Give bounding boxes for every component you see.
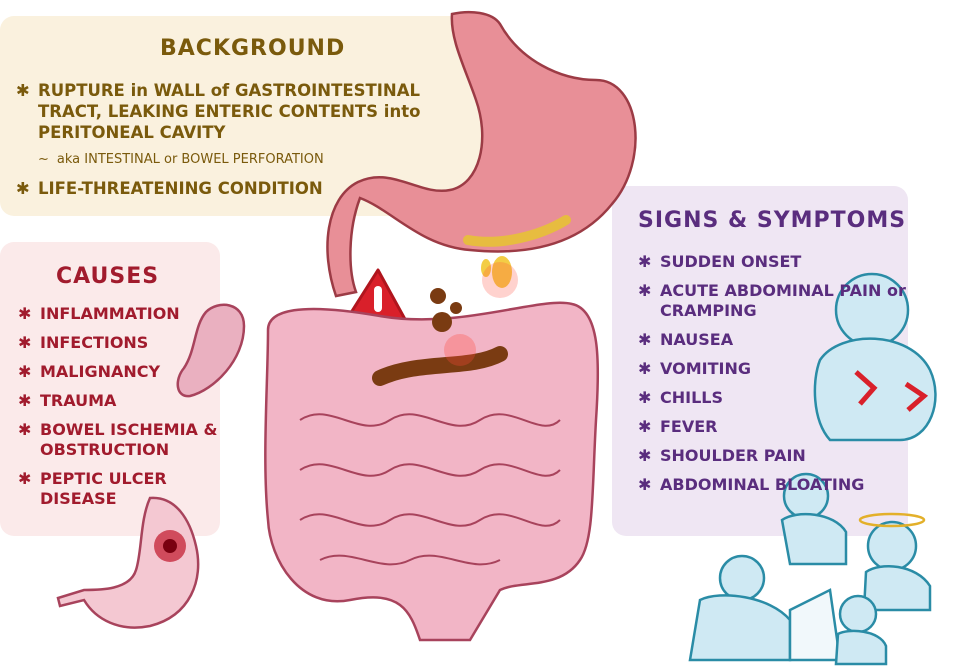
cause-item: ✱INFLAMMATION [18,304,180,323]
bullet-star-icon: ✱ [18,391,32,410]
sign-item: ✱ACUTE ABDOMINAL PAIN or CRAMPING [638,281,906,320]
sign-item: ✱VOMITING [638,359,751,378]
bullet-star-icon: ✱ [638,475,652,494]
bullet-star-icon: ✱ [638,281,652,300]
bullet-star-icon: ✱ [18,362,32,381]
sign-item: ✱SUDDEN ONSET [638,252,802,271]
intestines-illustration [264,288,600,642]
bullet-star-icon: ✱ [638,330,652,349]
bullet-star-icon: ✱ [18,304,32,323]
sign-item: ✱FEVER [638,417,718,436]
sign-item: ✱NAUSEA [638,330,734,349]
sign-item: ✱CHILLS [638,388,723,407]
causes-title: CAUSES [56,264,160,289]
bullet-star-icon: ✱ [18,469,32,488]
bullet-star-icon: ✱ [638,359,652,378]
stomach-illustration [326,10,637,298]
bullet-star-icon: ✱ [18,420,32,439]
bullet-star-icon: ✱ [638,417,652,436]
background-aka: ~aka INTESTINAL or BOWEL PERFORATION [38,152,324,167]
background-item: ✱LIFE-THREATENING CONDITION [16,179,323,198]
background-item: ✱RUPTURE in WALL of GASTROINTESTINAL TRA… [16,81,421,142]
patient-figures [688,272,937,666]
cause-item: ✱MALIGNANCY [18,362,161,381]
bullet-star-icon: ✱ [16,179,30,198]
bullet-star-icon: ✱ [18,333,32,352]
appendix-illustration [176,303,246,398]
cause-item: ✱BOWEL ISCHEMIA & OBSTRUCTION [18,420,218,459]
causes-list: ✱INFLAMMATION ✱INFECTIONS ✱MALIGNANCY ✱T… [18,304,218,518]
background-title: BACKGROUND [160,36,346,61]
bullet-star-icon: ✱ [16,81,30,100]
bullet-star-icon: ✱ [638,252,652,271]
bullet-star-icon: ✱ [638,446,652,465]
cause-item: ✱INFECTIONS [18,333,149,352]
cause-item: ✱PEPTIC ULCER DISEASE [18,469,167,508]
bullet-star-icon: ✱ [638,388,652,407]
sign-item: ✱SHOULDER PAIN [638,446,806,465]
ulcer-stomach-illustration [56,496,200,629]
sign-item: ✱ABDOMINAL BLOATING [638,475,865,494]
background-panel [0,16,500,216]
signs-title: SIGNS & SYMPTOMS [638,208,907,233]
cause-item: ✱TRAUMA [18,391,117,410]
tilde-icon: ~ [38,152,49,167]
background-list: ✱RUPTURE in WALL of GASTROINTESTINAL TRA… [16,80,486,205]
signs-list: ✱SUDDEN ONSET ✱ACUTE ABDOMINAL PAIN or C… [638,252,908,504]
